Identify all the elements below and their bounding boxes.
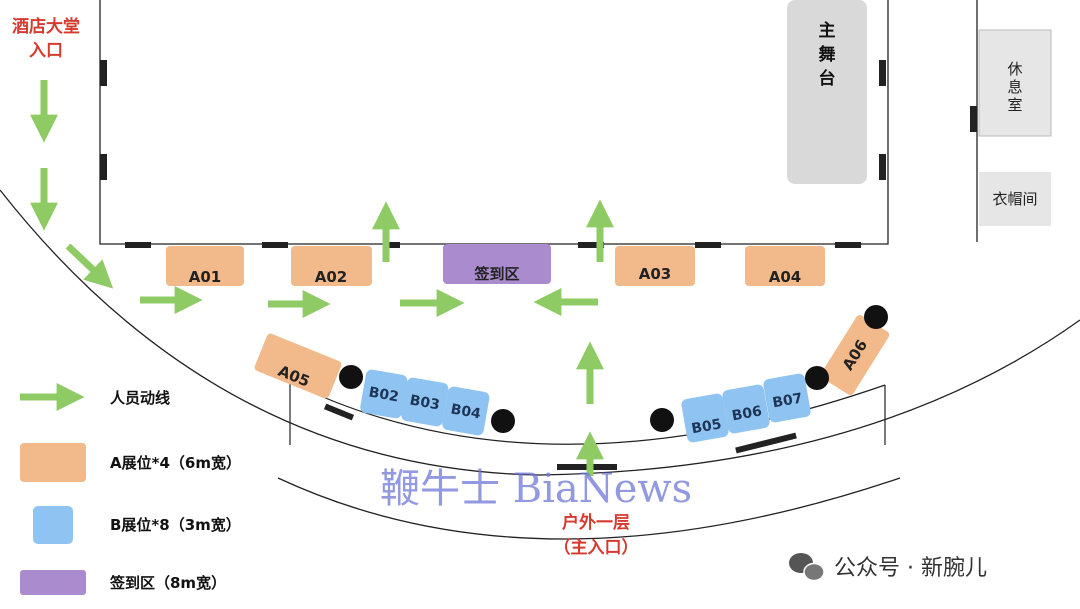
- booth-b07-group: B07: [763, 373, 811, 423]
- lounge-char: 息: [1007, 78, 1022, 96]
- booth-b04: [442, 386, 490, 436]
- cloakroom: [979, 172, 1051, 226]
- door-marker: [879, 154, 886, 180]
- legend-flow-label: 人员动线: [110, 389, 170, 407]
- signin-area: [443, 244, 551, 284]
- legend-signin-label: 签到区（8m宽）: [109, 574, 226, 592]
- booth-b02: [360, 369, 408, 419]
- legend-b-swatch: [33, 506, 73, 544]
- booth-a01: [166, 246, 244, 286]
- booth-a05-group: A05: [254, 333, 342, 399]
- booth-a05: [254, 333, 342, 399]
- booth-b06-group: B06: [722, 384, 770, 434]
- legend-a-swatch: [20, 443, 86, 482]
- booth-a06: [820, 315, 890, 395]
- lower-wall-curve: [277, 477, 901, 540]
- booth-b02-group: B02: [360, 369, 408, 419]
- hotel-lobby-entrance-label: 入口: [29, 41, 63, 61]
- booth-a03: [615, 246, 695, 286]
- booth-b06-label: B06: [731, 403, 763, 424]
- outdoor-main-entrance-label: （主入口）: [554, 537, 639, 558]
- booth-b07-label: B07: [771, 390, 803, 411]
- door-marker: [125, 242, 151, 248]
- door-marker: [578, 242, 604, 248]
- door-marker: [262, 242, 288, 248]
- door-marker: [879, 60, 886, 86]
- flow-arrows: [30, 80, 614, 476]
- booth-a02-label: A02: [315, 268, 347, 286]
- booth-b04-group: B04: [442, 386, 490, 436]
- legend-a-label: A展位*4（6m宽）: [110, 454, 241, 472]
- booth-a02: [291, 246, 372, 286]
- hotel-lobby-entrance-label: 酒店大堂: [12, 16, 80, 37]
- pillar: [491, 409, 515, 433]
- booth-a04: [745, 246, 825, 286]
- booth-b04-label: B04: [449, 401, 482, 422]
- door-marker: [735, 432, 797, 454]
- booth-a03-label: A03: [639, 265, 671, 283]
- door-marker: [970, 106, 977, 132]
- main-stage-char: 台: [819, 68, 836, 89]
- main-stage: [787, 0, 867, 184]
- flow-arrow: [65, 243, 114, 289]
- main-hall-wall: [99, 0, 889, 245]
- lounge-char: 室: [1007, 96, 1022, 114]
- booth-b07: [763, 373, 811, 423]
- booth-b03-group: B03: [401, 377, 449, 427]
- booth-a01-label: A01: [189, 268, 221, 286]
- pillar: [650, 408, 674, 432]
- lounge-room: [978, 29, 1052, 137]
- booth-b05: [681, 393, 729, 443]
- pillar: [805, 366, 829, 390]
- door-marker: [323, 403, 355, 421]
- outer-wall-curve: [0, 189, 1080, 476]
- booth-a06-group: A06: [820, 315, 890, 395]
- booth-b02-label: B02: [367, 384, 399, 405]
- signin-area-label: 签到区: [473, 265, 519, 283]
- main-stage-char: 舞: [819, 44, 836, 65]
- booth-b06: [722, 384, 770, 434]
- legend-b-label: B展位*8（3m宽）: [110, 516, 241, 534]
- door-marker: [100, 60, 107, 86]
- pillar: [339, 365, 363, 389]
- wechat-icon: [789, 553, 825, 582]
- outdoor-main-entrance-label: 户外一层: [562, 512, 630, 533]
- booth-b03-label: B03: [408, 392, 440, 413]
- booth-b05-label: B05: [690, 416, 722, 437]
- wechat-account-label: 公众号 · 新腕儿: [834, 556, 987, 581]
- watermark: 鞭牛士 BiaNews: [380, 466, 692, 512]
- door-marker: [100, 154, 107, 180]
- main-stage-char: 主: [819, 20, 836, 41]
- door-marker: [835, 242, 861, 248]
- door-marker: [388, 242, 400, 248]
- pillar: [864, 305, 888, 329]
- booth-b03: [401, 377, 449, 427]
- lounge-char: 休: [1007, 60, 1022, 78]
- booth-a04-label: A04: [769, 268, 801, 286]
- legend-signin-swatch: [20, 570, 86, 595]
- door-marker: [695, 242, 721, 248]
- booth-b05-group: B05: [681, 393, 729, 443]
- cloakroom-label: 衣帽间: [992, 190, 1037, 208]
